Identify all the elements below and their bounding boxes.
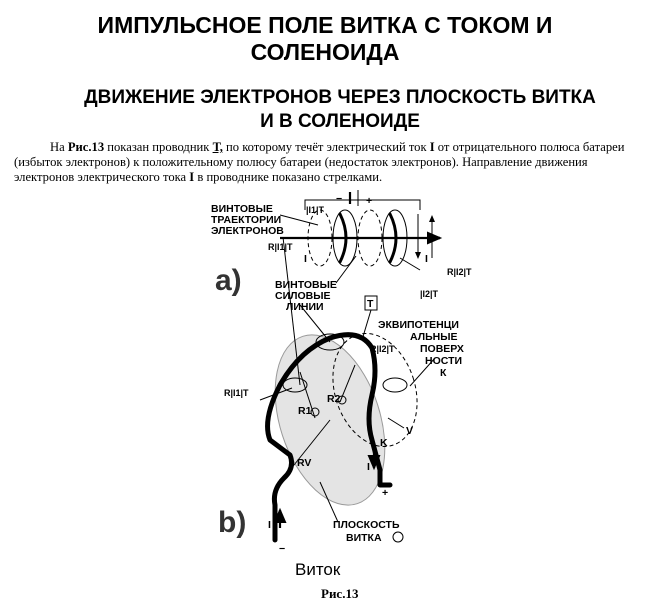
coil [382,209,408,267]
label-equipotential: ЭКВИПОТЕНЦИ [378,319,459,331]
leader-line [279,214,319,226]
page-title: ИМПУЛЬСНОЕ ПОЛЕ ВИТКА С ТОКОМ И СОЛЕНОИД… [0,12,650,66]
field-loop [382,377,408,393]
diagram-part-a: − + ВИНТОВЫЕ ТРАЕКТОРИИ ЭЛЕКТРОНОВ |I1|T… [211,190,472,313]
leader-line [409,357,436,387]
label-helical-trajectories: ТРАЕКТОРИИ [211,214,281,226]
minus-sign: − [336,193,342,205]
label-loop-plane: ПЛОСКОСТЬ [333,519,400,531]
label-rv: RV [297,457,311,469]
label-equipotential: К [440,367,447,379]
part-label-b: b) [218,506,246,539]
part-label-a: a) [215,264,242,297]
label-loop-plane: ВИТКА [346,532,382,544]
label-helical-trajectories: ВИНТОВЫЕ [211,203,273,215]
label-helical-lines: СИЛОВЫЕ [275,290,331,302]
centre-2 [337,395,347,405]
field-loop [282,377,308,393]
label-r1: R1 [298,405,312,417]
page-title-line1: ИМПУЛЬСНОЕ ПОЛЕ ВИТКА С ТОКОМ И [97,12,553,38]
plus-sign: + [366,195,372,207]
label-r-i1t: R|I1|T [224,388,249,398]
conductor-t-label: T [367,298,374,310]
current-symbol: I [189,170,195,184]
para-text: На [50,140,68,154]
figure-reference: Рис.13 [67,140,105,154]
label-i1t: |I1|T [306,205,325,215]
plus-sign: + [382,487,388,499]
body-paragraph: На Рис.13 показан проводник Т, по которо… [14,140,640,185]
para-text: показан проводник [104,140,213,154]
section-title: ДВИЖЕНИЕ ЭЛЕКТРОНОВ ЧЕРЕЗ ПЛОСКОСТЬ ВИТК… [30,86,650,134]
label-r-i2t: R|I2|T [370,344,395,354]
coil [332,209,358,267]
label-equipotential: АЛЬНЫЕ [410,331,458,343]
coil [357,209,383,267]
current-symbol: I [429,140,435,154]
label-r-i2t: R|I2|T [447,267,472,277]
label-helical-lines: ЛИНИИ [286,301,324,313]
coil [307,209,333,267]
label-helical-lines: ВИНТОВЫЕ [275,279,337,291]
centre-1 [310,407,320,417]
loop-plane-symbol [392,531,404,543]
leader-line [335,255,357,284]
leader-line [387,417,405,429]
label-r2: R2 [327,393,341,405]
label-v: V [406,425,413,437]
section-title-line2: И В СОЛЕНОИДЕ [260,111,420,132]
leader-line [399,257,421,271]
label-current: I [268,519,271,531]
leader-line [259,387,293,401]
radius-rv [289,419,331,471]
bracket [304,199,421,210]
page-title-line2: СОЛЕНОИДА [250,39,400,65]
label-k: K [380,437,388,449]
conductor-symbol: Т, [212,140,223,154]
leader-line [299,304,331,343]
figure-number: Рис.13 [321,586,359,601]
label-r-i1t: R|I1|T [268,242,293,252]
leader-line [319,481,339,523]
para-text: по которому течёт электрический ток [222,140,430,154]
label-i2t: |I2|T [420,289,439,299]
section-title-line1: ДВИЖЕНИЕ ЭЛЕКТРОНОВ ЧЕРЕЗ ПЛОСКОСТЬ ВИТК… [84,87,596,108]
para-text: в проводнике показано стрелками. [194,170,383,184]
minus-sign: − [279,543,285,555]
para-text: от отрицательного полюса батареи (избыто… [14,140,625,184]
label-current: I [367,461,370,473]
figure-caption: Виток [295,560,341,579]
coil-front [338,212,348,264]
conductor-loop [265,332,393,543]
label-equipotential: ПОВЕРХ [420,343,464,355]
coil-front [388,212,398,264]
leader-line [361,309,372,341]
label-current: I [304,253,307,265]
label-current: I [425,253,428,265]
diagram-part-b: ЭКВИПОТЕНЦИ АЛЬНЫЕ ПОВЕРХ НОСТИ К R|I2|T… [218,236,464,555]
label-helical-trajectories: ЭЛЕКТРОНОВ [211,225,284,237]
label-equipotential: НОСТИ [425,355,462,367]
field-loop [315,333,345,351]
leader-line [282,236,301,386]
